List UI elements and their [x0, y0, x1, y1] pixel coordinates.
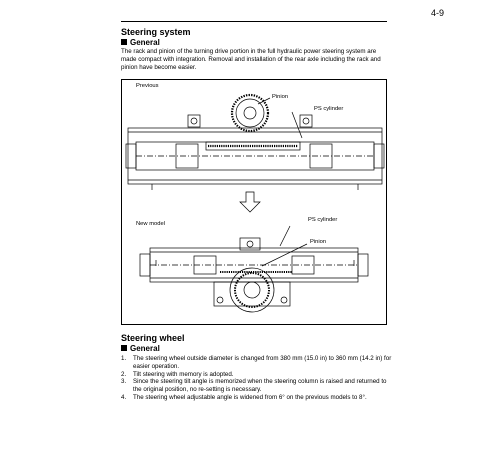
subheading-general: General	[121, 38, 160, 47]
figure-rack-and-pinion: Previous Pinion PS cylinder New model PS…	[121, 79, 387, 325]
rack-and-pinion-drawing	[125, 93, 385, 313]
page-number: 4-9	[430, 8, 444, 18]
header-rule	[121, 21, 387, 23]
list-item: 3. Since the steering tilt angle is memor…	[121, 378, 393, 394]
list-item-text: The steering wheel outside diameter is c…	[133, 355, 392, 370]
steering-wheel-list: 1. The steering wheel outside diameter is…	[121, 355, 393, 402]
square-bullet-icon	[121, 345, 127, 351]
label-pinion-bottom: Pinion	[310, 239, 327, 245]
section-title-steering-wheel: Steering wheel	[121, 333, 185, 343]
list-item-text: The steering wheel adjustable angle is w…	[133, 393, 367, 401]
list-item-number: 1.	[121, 355, 127, 362]
label-pinion-top: Pinion	[272, 94, 289, 100]
subheading-general-2-text: General	[130, 344, 160, 353]
list-item-text: Tilt steering with memory is adopted.	[133, 370, 234, 378]
label-previous: Previous	[136, 83, 159, 89]
previous-pinion-gear	[230, 93, 270, 133]
list-item: 1. The steering wheel outside diameter is…	[121, 355, 393, 371]
square-bullet-icon	[121, 39, 127, 45]
list-item-number: 3.	[121, 378, 127, 386]
list-item-number: 2.	[121, 370, 127, 378]
list-item-text: Since the steering tilt angle is memoriz…	[133, 378, 387, 394]
label-ps-cylinder-bottom: PS cylinder	[308, 217, 338, 223]
down-arrow-icon	[239, 191, 261, 213]
label-new-model: New model	[136, 221, 165, 227]
label-ps-cylinder-top: PS cylinder	[314, 106, 344, 112]
subheading-general-2: General	[121, 344, 160, 353]
steering-system-paragraph: The rack and pinion of the turning drive…	[121, 48, 381, 71]
section-title-steering-system: Steering system	[121, 27, 191, 37]
list-item: 4. The steering wheel adjustable angle is…	[121, 394, 393, 402]
list-item: 2. Tilt steering with memory is adopted.	[121, 371, 393, 379]
new-model-pinion-gear	[229, 267, 275, 313]
list-item-number: 4.	[121, 393, 127, 401]
subheading-general-text: General	[130, 38, 160, 47]
